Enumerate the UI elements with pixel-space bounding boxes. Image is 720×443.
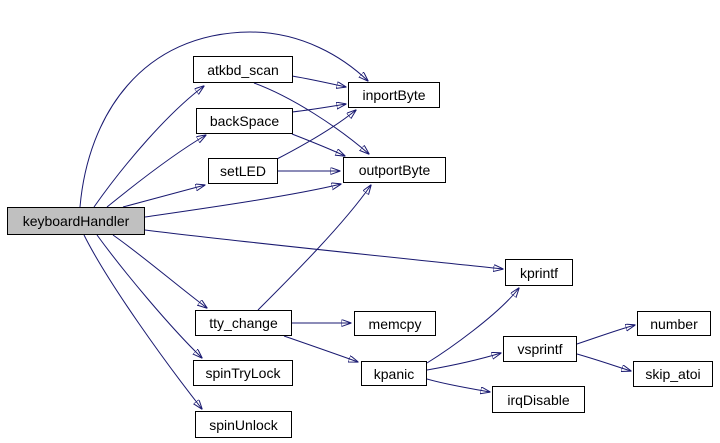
node-keyboardHandler[interactable]: keyboardHandler [7, 207, 145, 235]
edge-kpanic-kprintf [426, 288, 519, 364]
node-spinTryLock[interactable]: spinTryLock [193, 360, 293, 386]
node-kpanic[interactable]: kpanic [361, 361, 427, 386]
edge-keyboardHandler-setLED [122, 185, 205, 208]
node-backSpace[interactable]: backSpace [196, 108, 293, 134]
edge-keyboardHandler-kprintf [144, 229, 503, 269]
edge-keyboardHandler-atkbd_scan [93, 86, 204, 208]
edge-keyboardHandler-backSpace [106, 135, 206, 208]
edge-backSpace-outportByte [291, 133, 345, 156]
edge-tty_change-outportByte [257, 185, 371, 311]
edge-keyboardHandler-spinTryLock [96, 234, 202, 358]
node-number[interactable]: number [637, 311, 711, 336]
edge-keyboardHandler-inportByte [79, 31, 368, 208]
node-memcpy[interactable]: memcpy [354, 311, 436, 336]
node-kprintf[interactable]: kprintf [505, 259, 573, 286]
node-tty_change[interactable]: tty_change [195, 310, 292, 336]
edge-keyboardHandler-outportByte [144, 184, 341, 218]
node-irqDisable[interactable]: irqDisable [492, 386, 585, 413]
edge-atkbd_scan-outportByte [253, 82, 369, 154]
node-skip_atoi[interactable]: skip_atoi [633, 361, 713, 387]
node-spinUnlock[interactable]: spinUnlock [195, 411, 292, 438]
edge-atkbd_scan-inportByte [291, 75, 346, 87]
edge-backSpace-inportByte [291, 104, 346, 113]
node-inportByte[interactable]: inportByte [348, 82, 440, 108]
edge-kpanic-vsprintf [426, 353, 501, 371]
edge-setLED-inportByte [276, 110, 356, 160]
node-atkbd_scan[interactable]: atkbd_scan [193, 56, 293, 83]
edge-tty_change-kpanic [283, 335, 358, 362]
node-vsprintf[interactable]: vsprintf [503, 336, 577, 362]
node-setLED[interactable]: setLED [208, 158, 278, 184]
edge-keyboardHandler-spinUnlock [83, 234, 202, 409]
node-outportByte[interactable]: outportByte [343, 157, 446, 183]
edge-keyboardHandler-tty_change [112, 234, 207, 308]
edge-kpanic-irqDisable [426, 378, 490, 392]
edge-vsprintf-number [576, 325, 635, 345]
edge-vsprintf-skip_atoi [576, 353, 631, 371]
